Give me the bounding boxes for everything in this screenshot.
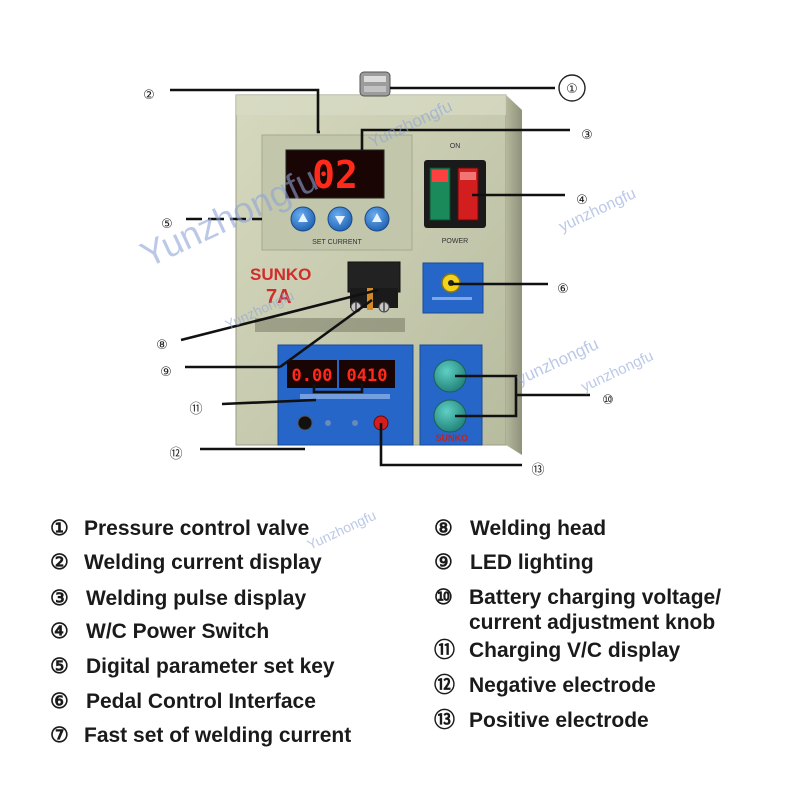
marker-9: ⑨: [160, 365, 172, 380]
power-label: POWER: [442, 238, 468, 245]
legend-item-negative-electrode: Negative electrode: [469, 674, 656, 697]
legend-symbol: ③: [50, 587, 69, 610]
legend-symbol: ⑧: [434, 517, 453, 540]
legend-item-power-switch: W/C Power Switch: [86, 620, 269, 643]
brand-logo: SUNKO: [250, 265, 311, 284]
footer-brand: SUNKO: [435, 433, 468, 443]
legend-item-led-lighting: LED lighting: [470, 551, 594, 574]
marker-13: ⑬: [531, 463, 544, 478]
marker-3: ③: [581, 128, 593, 143]
legend-item-welding-head: Welding head: [470, 517, 606, 540]
up-arrow-icon: [298, 213, 308, 222]
legend-item-pressure-control-valve: Pressure control valve: [84, 517, 309, 540]
charging-display-left: [287, 360, 337, 388]
device-chinese-label: [255, 318, 405, 332]
marker-4: ④: [576, 193, 588, 208]
marker-6: ⑥: [557, 282, 569, 297]
legend-symbol: ⑬: [434, 708, 455, 732]
legend-left: ① Pressure control valve ② Welding curre…: [50, 517, 351, 747]
marker-11: ⑪: [189, 402, 202, 417]
legend-symbol: ⑪: [434, 638, 455, 662]
up-arrow-icon: [372, 213, 382, 222]
marker-10: ⑩: [602, 393, 614, 408]
marker-2: ②: [143, 88, 155, 103]
marker-8: ⑧: [156, 338, 168, 353]
callout-2: [170, 88, 320, 134]
legend-item-welding-pulse-display: Welding pulse display: [86, 587, 306, 610]
marker-1: ①: [566, 82, 578, 97]
set-current-label: SET CURRENT: [312, 239, 362, 246]
pedal-control-interface: [422, 262, 484, 314]
charging-display-left-value: 0.00: [292, 366, 333, 386]
on-label: ON: [450, 143, 461, 150]
charging-display-right: [339, 360, 395, 388]
callout-9b: [279, 298, 373, 369]
legend-symbol: ⑫: [434, 673, 455, 697]
legend-symbol: ⑩: [434, 586, 453, 609]
legend-item-adjustment-knob-line2: current adjustment knob: [469, 611, 715, 634]
callout-3: [360, 128, 570, 150]
welding-head: [347, 261, 401, 313]
legend-symbol: ⑦: [50, 724, 69, 747]
callout-13: [379, 423, 522, 467]
pressure-control-valve: [359, 71, 391, 97]
legend-item-pedal-interface: Pedal Control Interface: [86, 690, 316, 713]
watermark: yunzhongfu: [557, 185, 639, 235]
callout-11-bracket: [312, 384, 364, 394]
negative-electrode-jack[interactable]: [297, 415, 313, 431]
callout-11: [221, 398, 317, 406]
legend-item-welding-current-display: Welding current display: [84, 551, 322, 574]
top-control-panel: 02 SET CURRENT: [261, 134, 413, 251]
legend-item-adjustment-knob: Battery charging voltage/: [469, 586, 721, 609]
power-switch-panel: ON POWER: [424, 143, 486, 245]
legend-item-charging-display: Charging V/C display: [469, 639, 681, 662]
marker-ring: [558, 74, 586, 102]
legend-symbol: ④: [50, 620, 69, 643]
brand-area: SUNKO 7A: [250, 265, 311, 308]
model-number: 7A: [266, 286, 292, 308]
charging-display-right-value: 0410: [347, 366, 388, 386]
watermark: Yunzhongfu: [305, 507, 379, 553]
legend-symbol: ⑤: [50, 655, 69, 678]
marker-5: ⑤: [161, 217, 173, 232]
callout-lines: [170, 86, 590, 467]
welding-display-value: 02: [312, 153, 358, 197]
legend-item-positive-electrode: Positive electrode: [469, 709, 649, 732]
charging-panel: 0.00 0410: [277, 344, 414, 446]
legend-symbol: ⑥: [50, 690, 69, 713]
knob-panel: [419, 344, 483, 446]
marker-12: ⑫: [169, 447, 182, 462]
legend-symbol: ①: [50, 517, 69, 540]
legend-item-digital-set-key: Digital parameter set key: [86, 655, 335, 678]
callout-8: [180, 288, 379, 342]
legend-item-fast-set-current: Fast set of welding current: [84, 724, 351, 747]
markers: ① ② ③ ④ ⑤ ⑥ ⑧ ⑨ ⑩ ⑪ ⑫ ⑬: [143, 74, 614, 478]
legend-symbol: ②: [50, 551, 69, 574]
legend-right: ⑧ Welding head ⑨ LED lighting ⑩ Battery …: [434, 517, 721, 732]
down-arrow-icon: [335, 216, 345, 225]
legend-symbol: ⑨: [434, 551, 453, 574]
welding-display: [285, 149, 385, 199]
